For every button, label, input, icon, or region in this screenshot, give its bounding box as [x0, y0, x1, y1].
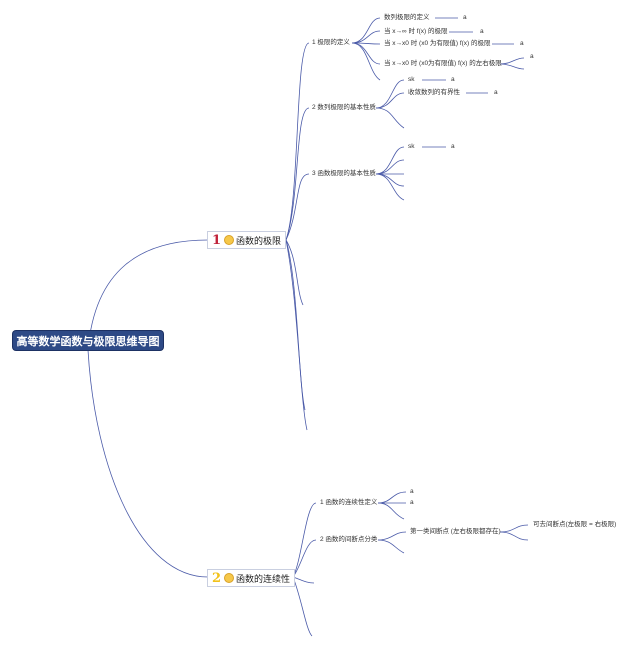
node-first-kind-discontinuity[interactable]: 第一类间断点 (左右极限都存在)	[410, 528, 501, 535]
topic-function-limit[interactable]: 1 函数的极限	[207, 231, 287, 249]
leaf-tail[interactable]: a	[530, 53, 534, 60]
leaf-tail[interactable]: a	[494, 89, 498, 96]
leaf-tail[interactable]: a	[463, 14, 467, 21]
node-limit-x-infinity[interactable]: 当 x→∞ 时 f(x) 的极限	[384, 28, 448, 35]
root-node[interactable]: 高等数学函数与极限思维导图	[13, 331, 163, 350]
topic-number: 2	[212, 570, 222, 586]
face-emoji-icon	[224, 235, 235, 245]
node-limit-x-x0[interactable]: 当 x→x0 时 (x0 为有限值) f(x) 的极限	[384, 40, 491, 47]
node-one-sided-limit[interactable]: 当 x→x0 时 (x0为有限值) f(x) 的左右极限	[384, 60, 502, 67]
node-bounded-convergent-sequence[interactable]: 收敛数列的有界性	[408, 89, 460, 96]
node-removable-discontinuity[interactable]: 可去间断点(左极限 = 右极限)	[533, 521, 617, 528]
face-emoji-icon	[224, 573, 235, 583]
leaf-tail[interactable]: a	[480, 28, 484, 35]
leaf-tail[interactable]: a	[410, 488, 414, 495]
root-title: 高等数学函数与极限思维导图	[16, 335, 160, 348]
branch-continuity-definition[interactable]: 1 函数的连续性定义	[320, 499, 378, 506]
leaf-tail[interactable]: a	[520, 40, 524, 47]
node-sk[interactable]: sk	[408, 143, 415, 150]
topic-title: 函数的极限	[236, 235, 282, 246]
leaf-tail[interactable]: a	[451, 76, 455, 83]
topic-title: 函数的连续性	[236, 573, 291, 584]
node-sk[interactable]: sk	[408, 76, 415, 83]
leaf-tail[interactable]: a	[410, 499, 414, 506]
branch-discontinuity-classification[interactable]: 2 函数的间断点分类	[320, 536, 378, 543]
branch-sequence-limit-properties[interactable]: 2 数列极限的基本性质	[312, 104, 376, 111]
branch-function-limit-properties[interactable]: 3 函数极限的基本性质	[312, 170, 376, 177]
node-sequence-limit-def[interactable]: 数列极限的定义	[384, 14, 430, 21]
topic-function-continuity[interactable]: 2 函数的连续性	[207, 569, 296, 587]
topic-number: 1	[212, 232, 222, 248]
branch-limit-definition[interactable]: 1 极限的定义	[312, 39, 350, 46]
leaf-tail[interactable]: a	[451, 143, 455, 150]
